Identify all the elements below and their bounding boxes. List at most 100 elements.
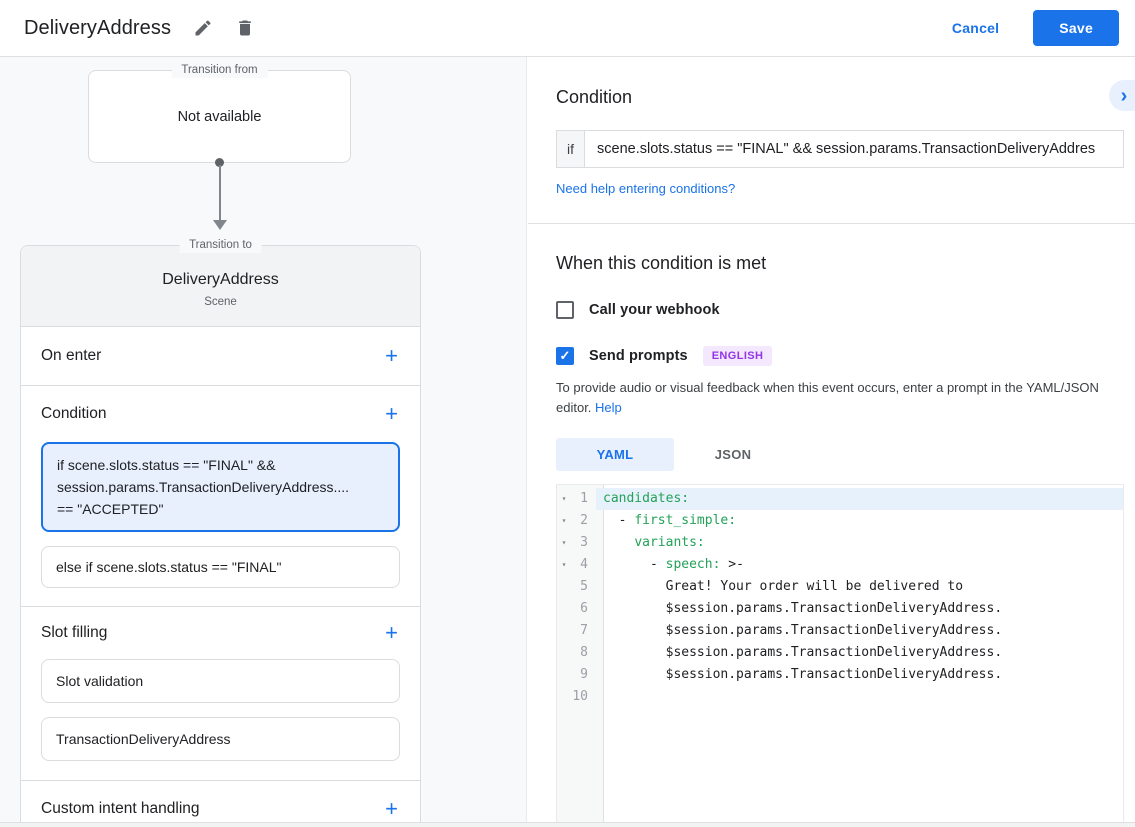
delete-scene-button[interactable] [235,18,255,38]
scene-name: DeliveryAddress [162,271,279,288]
code-line[interactable]: ▾ 1 candidates: [557,488,1123,510]
code-line[interactable]: ▾4 - speech: >- [557,554,1123,576]
fold-arrow-icon[interactable]: ▾ [561,494,567,503]
collapse-panel-button[interactable]: › [1109,80,1135,111]
code-text: variants: [634,535,705,550]
condition-help-link[interactable]: Need help entering conditions? [556,181,736,196]
transition-arrow-head [213,220,227,230]
plus-icon: + [385,401,398,426]
transition-to-legend: Transition to [179,238,262,253]
tab-yaml[interactable]: YAML [556,438,674,471]
transition-from-box: Transition from Not available [88,63,351,163]
send-prompts-checkbox[interactable]: ✓ [556,347,574,365]
webhook-row: Call your webhook [556,301,1124,319]
slot-filling-section: Slot filling + Slot validation Transacti… [21,606,420,761]
fold-spacer [557,664,571,686]
pencil-icon [195,20,211,36]
line-number: 6 [580,601,588,616]
code-text: Great! Your order will be delivered to [603,579,964,594]
prompt-description-text: To provide audio or visual feedback when… [556,380,1099,415]
code-line[interactable]: 8 $session.params.TransactionDeliveryAdd… [557,642,1123,664]
code-text: $session.params.TransactionDeliveryAddre… [603,623,1003,638]
call-webhook-checkbox[interactable] [556,301,574,319]
fold-spacer [557,686,571,708]
editor-gutter [557,485,604,822]
plus-icon: + [385,796,398,821]
fold-spacer [557,598,571,620]
line-number: 7 [580,623,588,638]
slot-validation-card[interactable]: Slot validation [41,659,400,703]
slot-filling-label: Slot filling [41,624,108,641]
fold-arrow-icon[interactable]: ▾ [561,538,567,547]
code-line[interactable]: 10 [557,686,1123,708]
condition-line: session.params.TransactionDeliveryAddres… [57,479,350,495]
line-number: 8 [580,645,588,660]
line-number: 1 [580,491,588,506]
condition-expression-input[interactable]: scene.slots.status == "FINAL" && session… [585,130,1124,168]
help-link[interactable]: Help [595,400,622,415]
code-line[interactable]: 9 $session.params.TransactionDeliveryAdd… [557,664,1123,686]
line-number: 9 [580,667,588,682]
scene-card-header: DeliveryAddress Scene [21,246,420,327]
fold-spacer [557,620,571,642]
scene-graph-canvas: Transition from Not available Transition… [0,57,527,822]
fold-spacer [557,576,571,598]
scene-type-label: Scene [204,296,237,308]
code-line[interactable]: 7 $session.params.TransactionDeliveryAdd… [557,620,1123,642]
code-text: candidates: [596,488,1123,510]
transition-arrow-line [219,165,221,221]
line-number: 5 [580,579,588,594]
code-text [596,686,1123,708]
code-line[interactable]: 5 Great! Your order will be delivered to [557,576,1123,598]
edit-title-button[interactable] [193,18,213,38]
code-line[interactable]: ▾3 variants: [557,532,1123,554]
save-button[interactable]: Save [1033,10,1119,46]
on-enter-section: On enter + [21,327,420,385]
condition-detail-panel: › Condition if scene.slots.status == "FI… [528,57,1135,822]
app-header: DeliveryAddress Cancel Save [0,0,1135,57]
condition-line: == "ACCEPTED" [57,501,164,517]
transition-from-value: Not available [177,108,262,125]
panel-divider [528,223,1135,224]
chevron-right-icon: › [1120,84,1128,107]
check-icon: ✓ [559,348,571,363]
condition-card-selected[interactable]: if scene.slots.status == "FINAL" && sess… [41,442,400,532]
plus-icon: + [385,620,398,645]
send-prompts-label: Send prompts [589,348,688,364]
call-webhook-label: Call your webhook [589,302,720,318]
code-text: $session.params.TransactionDeliveryAddre… [603,645,1003,660]
on-enter-label: On enter [41,347,102,364]
prompt-description: To provide audio or visual feedback when… [556,378,1124,418]
fold-arrow-icon[interactable]: ▾ [561,560,567,569]
add-slot-button[interactable]: + [383,620,400,645]
trash-icon [239,20,251,36]
custom-intent-section: Custom intent handling + [21,780,420,822]
condition-card-else[interactable]: else if scene.slots.status == "FINAL" [41,546,400,588]
code-line[interactable]: 6 $session.params.TransactionDeliveryAdd… [557,598,1123,620]
add-condition-button[interactable]: + [383,401,400,426]
page-title: DeliveryAddress [24,16,172,39]
if-prefix-label: if [556,130,585,168]
code-text: - speech: >- [603,557,744,572]
add-on-enter-button[interactable]: + [383,343,400,368]
fold-arrow-icon[interactable]: ▾ [561,516,567,525]
custom-intent-label: Custom intent handling [41,800,200,817]
code-line[interactable]: ▾2 - first_simple: [557,510,1123,532]
tab-json[interactable]: JSON [714,447,752,462]
plus-icon: + [385,343,398,368]
add-custom-intent-button[interactable]: + [383,796,400,821]
code-text: $session.params.TransactionDeliveryAddre… [603,667,1003,682]
condition-section: Condition + if scene.slots.status == "FI… [21,385,420,588]
cancel-button[interactable]: Cancel [940,12,1011,44]
horizontal-scrollbar-track[interactable] [0,822,1135,827]
transition-to-card: Transition to DeliveryAddress Scene On e… [20,238,421,822]
transition-from-legend: Transition from [171,63,268,78]
code-text: $session.params.TransactionDeliveryAddre… [603,601,1003,616]
line-number: 2 [580,513,588,528]
condition-line: if scene.slots.status == "FINAL" && [57,457,276,473]
slot-transaction-card[interactable]: TransactionDeliveryAddress [41,717,400,761]
when-condition-met-title: When this condition is met [556,253,767,273]
send-prompts-row: ✓ Send prompts ENGLISH [556,346,1124,366]
